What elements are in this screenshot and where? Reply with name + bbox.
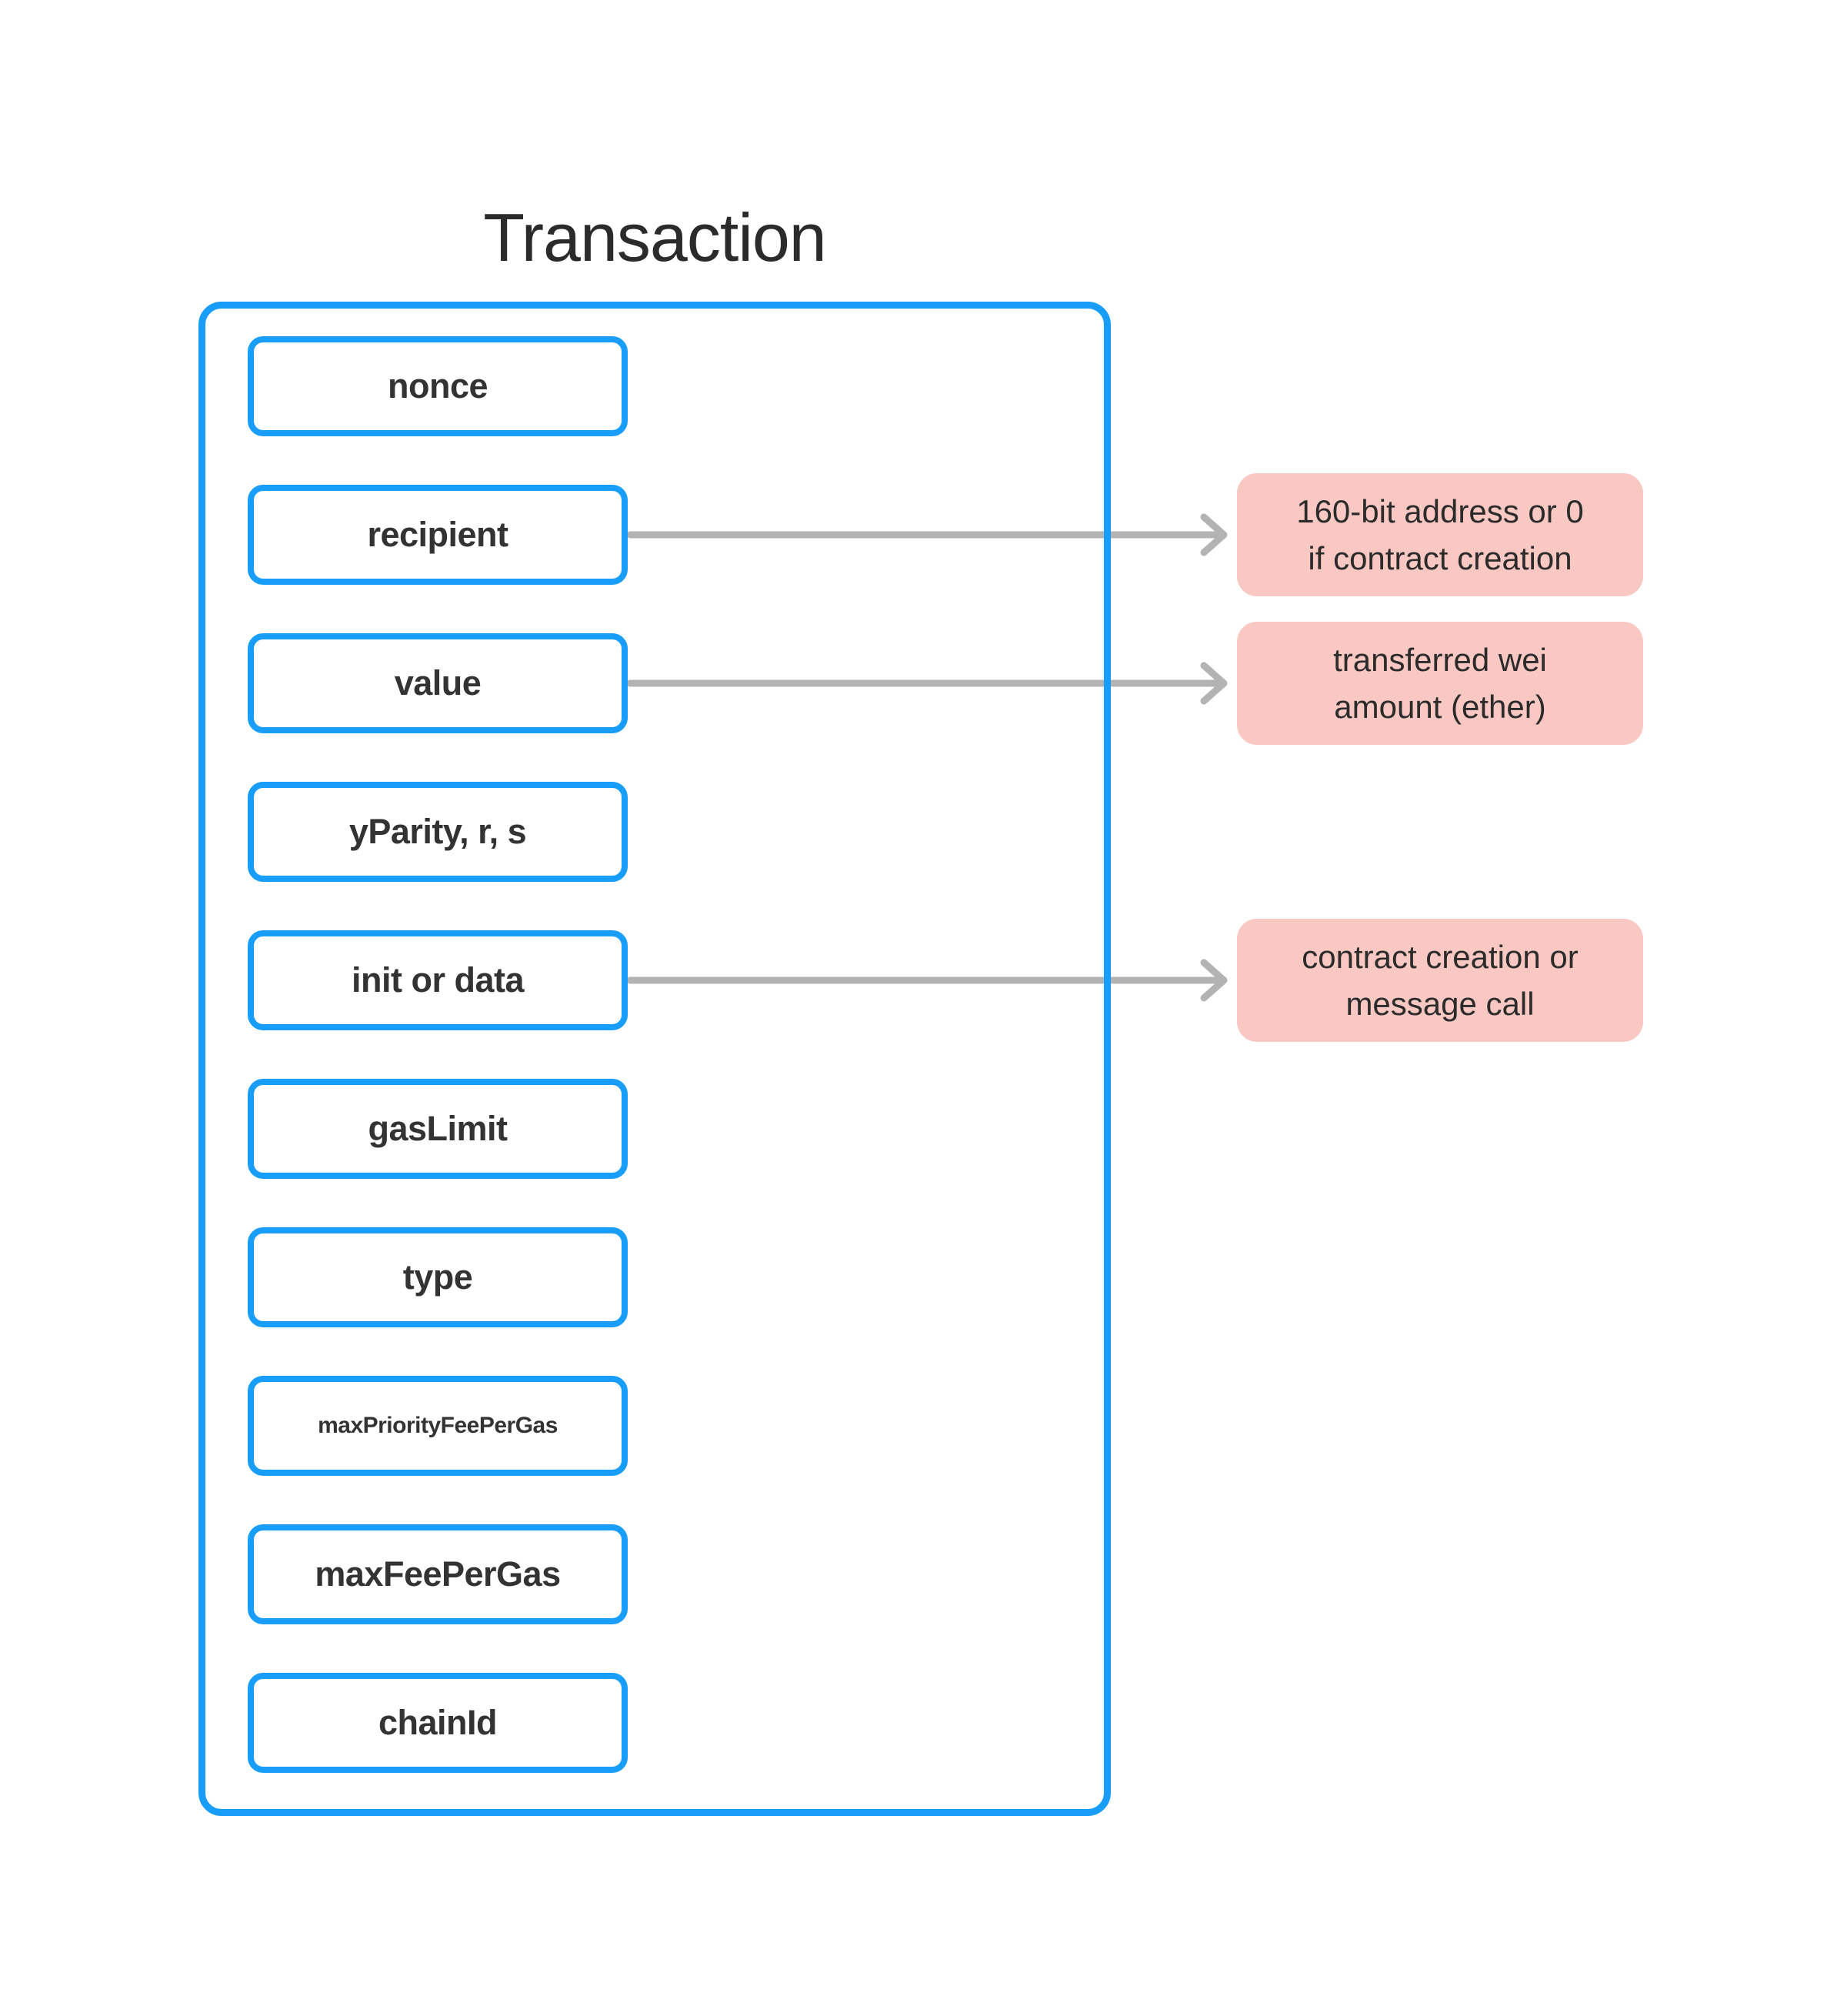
field-label-maxpriorityfeepergas: maxPriorityFeePerGas xyxy=(318,1413,558,1438)
annotation-init-or-data-line1: contract creation or xyxy=(1302,938,1579,975)
annotation-value: transferred wei amount (ether) xyxy=(1237,622,1643,745)
field-box-init-or-data: init or data xyxy=(248,930,628,1030)
field-label-recipient: recipient xyxy=(367,515,508,554)
annotation-value-line2: amount (ether) xyxy=(1334,689,1546,725)
annotation-value-line1: transferred wei xyxy=(1333,641,1547,678)
field-box-chainid: chainId xyxy=(248,1673,628,1773)
arrow-recipient-annotation-icon xyxy=(627,513,1228,556)
field-label-gaslimit: gasLimit xyxy=(368,1109,508,1148)
field-box-maxfeepergas: maxFeePerGas xyxy=(248,1524,628,1624)
annotation-init-or-data: contract creation or message call xyxy=(1237,919,1643,1042)
field-box-gaslimit: gasLimit xyxy=(248,1079,628,1179)
annotation-recipient: 160-bit address or 0 if contract creatio… xyxy=(1237,473,1643,596)
annotation-init-or-data-line2: message call xyxy=(1345,986,1535,1022)
field-label-chainid: chainId xyxy=(378,1703,498,1742)
transaction-container xyxy=(198,302,1111,1816)
field-label-nonce: nonce xyxy=(387,366,488,406)
annotation-recipient-line1: 160-bit address or 0 xyxy=(1296,492,1584,529)
field-label-type: type xyxy=(402,1257,473,1297)
annotation-recipient-line2: if contract creation xyxy=(1308,540,1572,576)
field-box-yparity-r-s: yParity, r, s xyxy=(248,782,628,882)
field-box-nonce: nonce xyxy=(248,336,628,436)
field-label-value: value xyxy=(394,663,482,703)
diagram-title: Transaction xyxy=(483,199,827,275)
arrow-value-annotation-icon xyxy=(627,662,1228,705)
field-box-maxpriorityfeepergas: maxPriorityFeePerGas xyxy=(248,1376,628,1476)
field-box-value: value xyxy=(248,633,628,733)
field-label-yparity-r-s: yParity, r, s xyxy=(348,812,527,851)
field-box-type: type xyxy=(248,1227,628,1327)
field-box-recipient: recipient xyxy=(248,485,628,585)
field-label-maxfeepergas: maxFeePerGas xyxy=(315,1554,561,1594)
arrow-init-or-data-annotation-icon xyxy=(627,959,1228,1002)
field-label-init-or-data: init or data xyxy=(351,960,525,1000)
